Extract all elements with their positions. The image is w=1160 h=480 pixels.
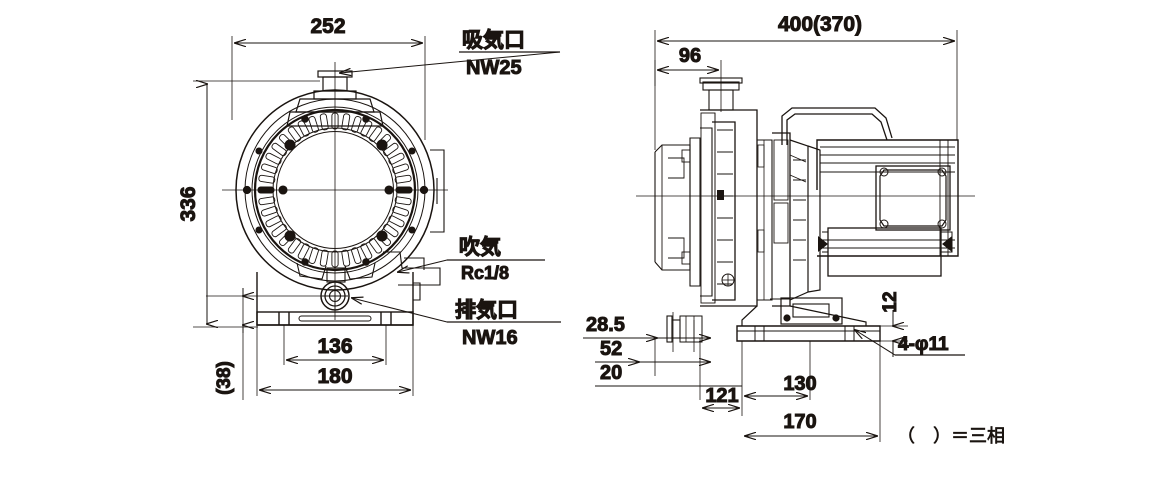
side-lug-front [430,149,445,233]
cooling-fins [257,112,413,268]
front-view [222,62,448,326]
dim-38-label: (38) [214,361,235,395]
side-view-dimensions: 400(370) 96 28.5 52 [583,13,965,442]
note-three-phase: （ ）＝三相 [897,426,1005,447]
dim-121-label: 121 [705,385,738,407]
terminal-box [875,165,951,231]
dim-180-label: 180 [317,365,352,388]
callout-intake-cjk: 吸気口 [462,28,525,52]
callout-purge-spec: Rc1/8 [461,263,509,283]
dim-20: 20 [595,338,742,400]
dim-136: 136 [283,325,387,365]
dim-12-label: 12 [880,291,901,312]
pump-casing-side [666,77,758,343]
callout-intake-port: 吸気口 NW25 [340,28,561,80]
dim-170: 170 [745,341,881,442]
callout-exhaust-port: 排気口 NW16 [352,298,561,350]
dim-52: 52 [595,338,710,376]
mid-fin-block [757,132,821,307]
front-view-dimensions: 252 336 (38) 136 180 [177,15,426,400]
dim-400-370-label: 400(370) [778,13,862,36]
callout-exhaust-spec: NW16 [462,327,518,349]
dim-52-label: 52 [600,338,622,360]
dim-170-label: 170 [783,411,816,433]
dim-28-5: 28.5 [583,312,710,352]
dim-38: (38) [206,288,330,400]
dim-121: 121 [703,341,743,416]
dim-130: 130 [745,341,817,400]
dim-336: 336 [177,81,320,327]
callout-purge-cjk: 吹気 [459,235,501,259]
carry-handle [781,107,893,145]
dim-96: 96 [654,45,722,112]
dim-20-label: 20 [600,362,622,384]
callout-intake-spec: NW25 [466,57,522,79]
dim-28-5-label: 28.5 [586,314,625,336]
intake-port-front [286,70,384,127]
housing-bolts [242,115,429,266]
front-view-callouts: 吸気口 NW25 吹気 Rc1/8 排気口 NW16 [340,28,561,350]
callout-mounting-holes: 4-φ11 [855,330,965,356]
callout-purge-port: 吹気 Rc1/8 [398,235,545,284]
dim-180: 180 [256,325,414,396]
dim-400-370: 400(370) [654,13,958,150]
base-plate-front [256,272,421,326]
dim-136-label: 136 [317,335,352,358]
lower-bracket-front [296,251,441,286]
dim-130-label: 130 [783,373,816,395]
callout-exhaust-cjk: 排気口 [455,298,518,322]
dim-252: 252 [231,15,426,140]
dim-252-label: 252 [310,15,345,38]
end-cover-side [654,144,691,271]
dim-336-label: 336 [177,186,200,221]
dim-96-label: 96 [679,45,701,67]
motor-block-side [816,139,959,277]
callout-holes-spec: 4-φ11 [898,334,949,355]
